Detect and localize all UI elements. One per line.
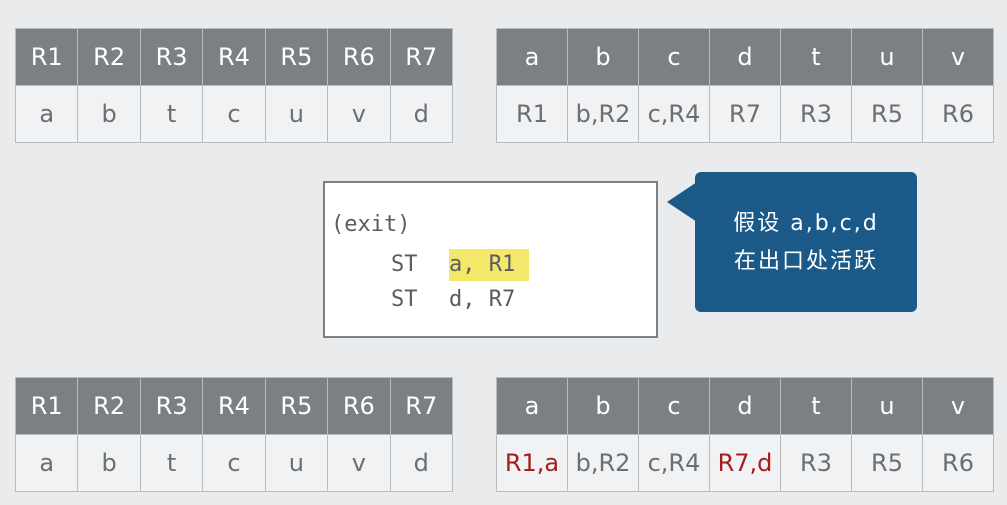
register-value-cell: a [14,85,79,143]
address-table-top-header-row: a b c d t u v [496,28,994,86]
register-value-cell: u [264,434,329,492]
address-value-cell-changed: R7,d [709,434,781,492]
address-header-cell: a [496,28,568,86]
address-value-cell: R5 [851,434,923,492]
address-value-cell-changed: R1,a [496,434,568,492]
code-line-2-op: ST [391,252,418,277]
register-value-cell: v [327,85,391,143]
register-header-cell: R4 [202,28,266,86]
address-header-cell: a [496,377,568,435]
address-value-cell: R6 [922,434,994,492]
address-header-cell: b [567,28,639,86]
register-value-cell: b [77,85,141,143]
callout-pointer [667,182,697,222]
register-table-bottom-value-row: a b t c u v d [14,434,454,492]
code-line-3-args: d, R7 [449,287,516,312]
address-header-cell: d [709,28,781,86]
address-value-cell: R6 [922,85,994,143]
code-line-exit: (exit) [331,212,411,237]
register-value-cell: c [202,434,266,492]
register-value-cell: d [389,434,454,492]
register-header-cell: R6 [327,377,391,435]
address-header-cell: t [780,377,852,435]
register-value-cell: d [389,85,454,143]
address-header-cell: b [567,377,639,435]
address-value-cell: b,R2 [567,434,639,492]
address-header-cell: c [638,377,710,435]
address-table-top-value-row: R1 b,R2 c,R4 R7 R3 R5 R6 [496,85,994,143]
register-header-cell: R6 [327,28,391,86]
address-header-cell: c [638,28,710,86]
address-table-bottom-header-row: a b c d t u v [496,377,994,435]
register-header-cell: R7 [389,377,454,435]
code-line-2-args: a, R1 [449,249,530,281]
register-table-top: R1 R2 R3 R4 R5 R6 R7 a b t c u v d [14,28,454,143]
register-header-cell: R1 [14,377,79,435]
register-table-top-header-row: R1 R2 R3 R4 R5 R6 R7 [14,28,454,86]
register-header-cell: R5 [264,377,329,435]
address-value-cell: R3 [780,85,852,143]
callout-note: 假设 a,b,c,d 在出口处活跃 [695,172,917,312]
address-value-cell: R1 [496,85,568,143]
address-value-cell: c,R4 [638,434,710,492]
register-value-cell: v [327,434,391,492]
address-value-cell: R3 [780,434,852,492]
register-header-cell: R3 [139,377,204,435]
code-block: (exit) ST a, R1 ST d, R7 [323,181,658,338]
register-table-bottom: R1 R2 R3 R4 R5 R6 R7 a b t c u v d [14,377,454,492]
callout-line-1: 假设 a,b,c,d [733,211,879,236]
address-header-cell: v [922,28,994,86]
register-table-bottom-header-row: R1 R2 R3 R4 R5 R6 R7 [14,377,454,435]
address-header-cell: d [709,377,781,435]
register-header-cell: R4 [202,377,266,435]
register-header-cell: R1 [14,28,79,86]
register-header-cell: R5 [264,28,329,86]
register-value-cell: c [202,85,266,143]
address-header-cell: u [851,28,923,86]
address-value-cell: b,R2 [567,85,639,143]
code-line-3-op: ST [391,287,418,312]
register-header-cell: R2 [77,377,141,435]
register-value-cell: t [139,434,204,492]
register-table-top-value-row: a b t c u v d [14,85,454,143]
address-header-cell: v [922,377,994,435]
register-value-cell: u [264,85,329,143]
address-value-cell: c,R4 [638,85,710,143]
register-header-cell: R2 [77,28,141,86]
callout-line-2: 在出口处活跃 [733,249,878,274]
address-header-cell: u [851,377,923,435]
register-value-cell: b [77,434,141,492]
register-header-cell: R3 [139,28,204,86]
address-value-cell: R7 [709,85,781,143]
register-value-cell: t [139,85,204,143]
register-value-cell: a [14,434,79,492]
address-table-bottom: a b c d t u v R1,a b,R2 c,R4 R7,d R3 R5 … [496,377,994,492]
address-table-bottom-value-row: R1,a b,R2 c,R4 R7,d R3 R5 R6 [496,434,994,492]
address-table-top: a b c d t u v R1 b,R2 c,R4 R7 R3 R5 R6 [496,28,994,143]
register-header-cell: R7 [389,28,454,86]
address-value-cell: R5 [851,85,923,143]
address-header-cell: t [780,28,852,86]
